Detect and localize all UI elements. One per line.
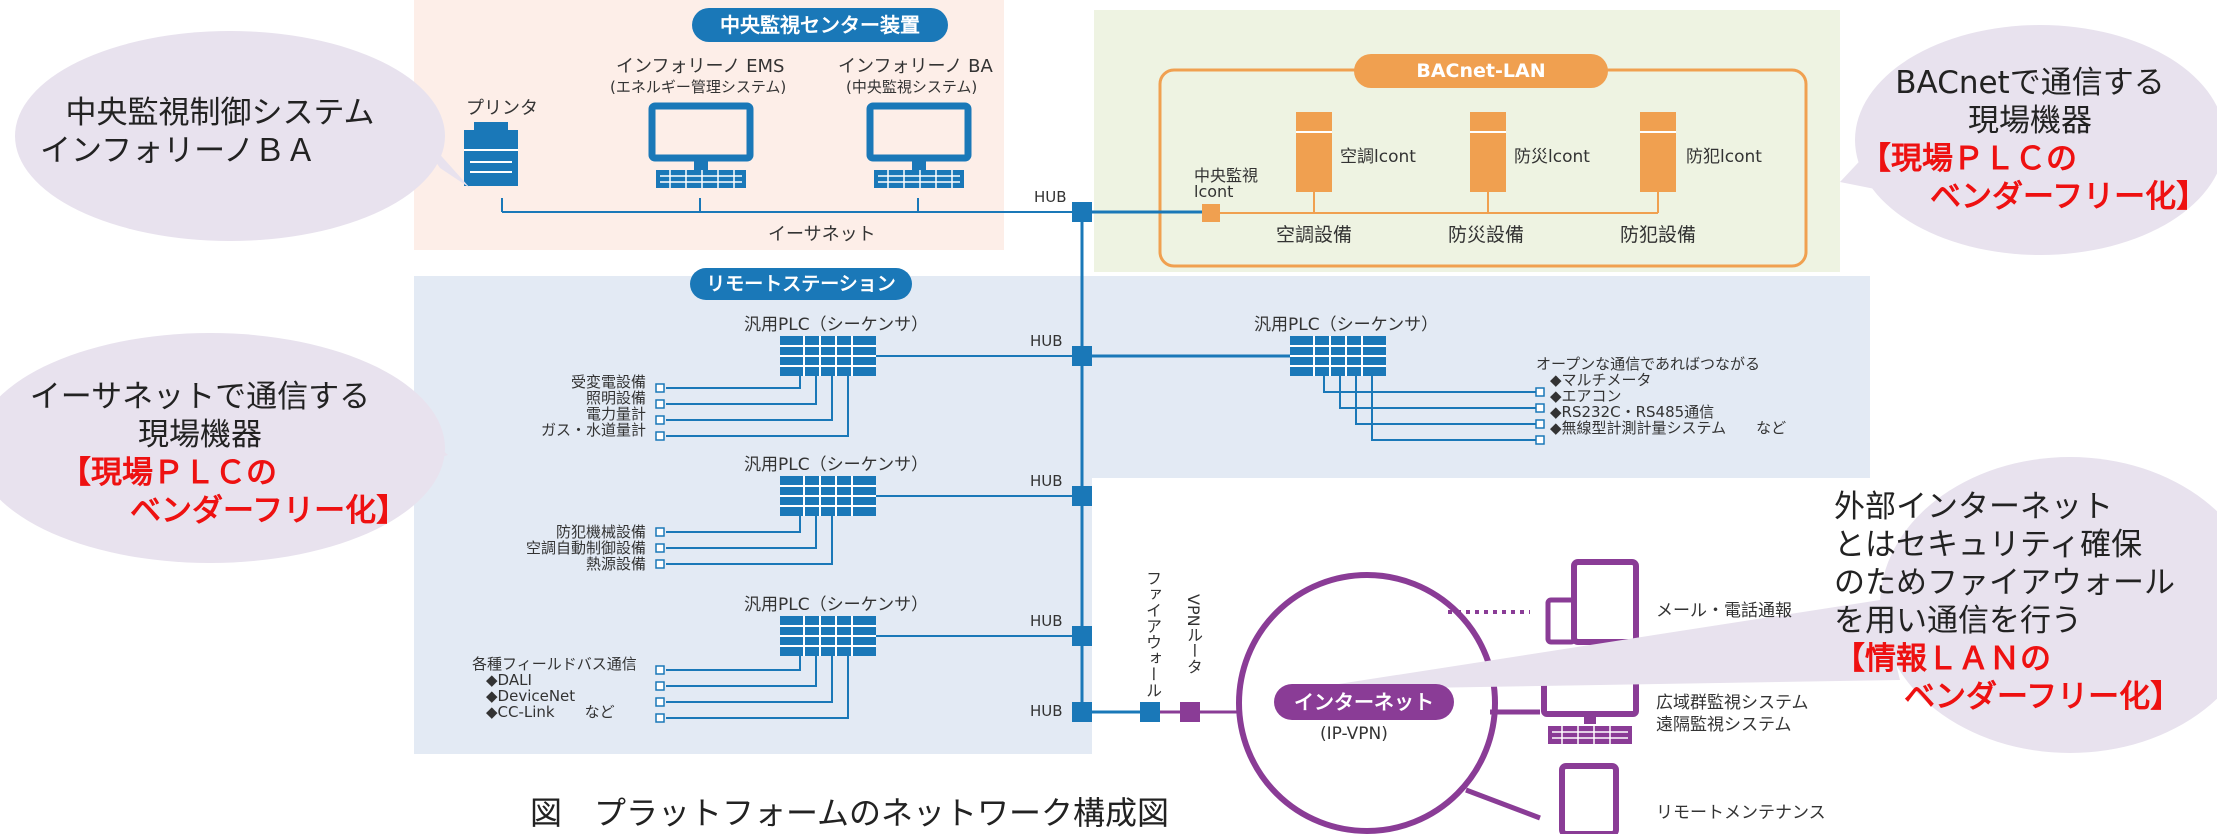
firewall-label: ファイアウォール: [1143, 570, 1162, 698]
plc-1-ports: [655, 383, 665, 441]
plc-4-label: 汎用PLC（シーケンサ）: [1254, 315, 1439, 335]
hub-label: HUB: [1030, 332, 1063, 350]
plc-1-icon: [779, 335, 877, 377]
plc-1-label: 汎用PLC（シーケンサ）: [744, 315, 929, 335]
tablet-phone-icon: [1545, 559, 1639, 645]
central-lcont-label-2: lcont: [1194, 182, 1234, 201]
printer-icon: [464, 122, 518, 186]
plc-2-label: 汎用PLC（シーケンサ）: [744, 455, 929, 475]
central-lcont-label-1: 中央監視: [1194, 166, 1259, 185]
bubble-internet-text: 外部インターネット とはセキュリティ確保 のためファイアウォール を用い通信を行…: [1834, 489, 2182, 715]
list-item: ◆無線型計測計量システム など: [1550, 419, 1787, 437]
ipvpn-label: (IP-VPN): [1320, 724, 1388, 744]
remote-monitor-label: 遠隔監視システム: [1656, 715, 1792, 735]
hub-icon: [1072, 346, 1092, 366]
central-lcont-icon: [1202, 204, 1220, 222]
plc-2-ports: [655, 527, 665, 569]
remote-station-title: リモートステーション: [690, 268, 912, 300]
list-item: ◆DeviceNet: [486, 687, 576, 705]
hub-icon: [1072, 486, 1092, 506]
plc-2-icon: [779, 475, 877, 517]
bubble-ethernet-text: イーサネットで通信する 現場機器 【現場ＰＬＣの ベンダーフリー化】: [29, 379, 408, 529]
cont1-label: 空調lcont: [1340, 147, 1416, 167]
plc-1-items: 受変電設備 照明設備 電力量計 ガス・水道量計: [520, 374, 646, 438]
bubble-bacnet-text: BACnetで通信する 現場機器 【現場ＰＬＣの ベンダーフリー化】: [1860, 65, 2208, 215]
ems-label: インフォリーノ EMS: [616, 56, 785, 77]
list-item: ◆DALI: [486, 671, 532, 689]
crime-prevention-controller-icon: [1640, 112, 1676, 192]
ethernet-bus: [501, 198, 1082, 213]
vpn-router-label: VPNルータ: [1184, 594, 1203, 675]
hub-label: HUB: [1030, 612, 1063, 630]
hub-label: HUB: [1030, 472, 1063, 490]
list-item: 熱源設備: [585, 555, 646, 573]
plc-4-wires: [1323, 376, 1536, 441]
cont2-label: 防災lcont: [1514, 147, 1590, 167]
bubbles: [0, 25, 2217, 753]
bacnet-bus: [1220, 192, 1659, 214]
hub-icon: [1072, 702, 1092, 722]
air-conditioning-controller-icon: [1296, 112, 1332, 192]
list-item: オープンな通信であればつながる: [1536, 355, 1760, 373]
remote-maintenance-label: リモートメンテナンス: [1656, 803, 1826, 823]
list-item: 電力量計: [585, 405, 646, 423]
ba-computer-icon: [866, 102, 972, 188]
eq3-label: 防犯設備: [1620, 224, 1697, 246]
plc-3-items: 各種フィールドバス通信 ◆DALI ◆DeviceNet ◆CC-Link など: [472, 656, 637, 720]
tablet-icon: [1559, 763, 1619, 834]
list-item: 防犯機械設備: [555, 523, 646, 541]
plc-3-icon: [779, 615, 877, 657]
plc-4-items: オープンな通信であればつながる ◆マルチメータ ◆エアコン ◆RS232C・RS…: [1536, 356, 1786, 436]
plc-3-ports: [655, 665, 665, 723]
ems-sub-label: (エネルギー管理システム): [610, 78, 787, 96]
list-item: 空調自動制御設備: [525, 539, 646, 557]
eq2-label: 防災設備: [1448, 224, 1525, 246]
internet-links: [1465, 709, 1541, 821]
plc-2-wires: [666, 516, 833, 565]
plc-2-items: 防犯機械設備 空調自動制御設備 熱源設備: [480, 524, 646, 572]
plc-1-wires: [666, 376, 849, 437]
plc-3-label: 汎用PLC（シーケンサ）: [744, 595, 929, 615]
eq1-label: 空調設備: [1276, 224, 1353, 246]
bacnet-area: [1094, 10, 1840, 272]
firewall-icon: [1140, 702, 1160, 722]
hub-label: HUB: [1030, 702, 1063, 720]
list-item: ガス・水道量計: [540, 421, 646, 439]
vpn-router-icon: [1180, 702, 1200, 722]
hub-label: HUB: [1034, 188, 1067, 206]
plc-4-icon: [1289, 335, 1387, 377]
list-item: ◆CC-Link など: [486, 703, 615, 721]
list-item: ◆エアコン: [1550, 387, 1622, 405]
hub-icon: [1072, 202, 1092, 222]
list-item: ◆RS232C・RS485通信: [1550, 403, 1715, 421]
ba-sub-label: (中央監視システム): [846, 78, 978, 96]
ba-label: インフォリーノ BA: [838, 56, 993, 77]
plc-4-ports: [1535, 387, 1545, 445]
disaster-prevention-controller-icon: [1470, 112, 1506, 192]
mail-phone-label: メール・電話通報: [1656, 601, 1792, 621]
list-item: 各種フィールドバス通信: [472, 655, 637, 673]
list-item: ◆マルチメータ: [1550, 371, 1652, 389]
list-item: 受変電設備: [570, 373, 646, 391]
remote-station-area-right: [1092, 276, 1870, 478]
ems-computer-icon: [648, 102, 754, 188]
cont3-label: 防犯lcont: [1686, 147, 1762, 167]
printer-label: プリンタ: [466, 98, 538, 119]
plc-3-wires: [666, 656, 849, 719]
list-item: 照明設備: [585, 389, 646, 407]
central-monitoring-title: 中央監視センター装置: [692, 8, 948, 42]
bacnet-lan-title: BACnet-LAN: [1354, 54, 1608, 88]
figure-caption: 図 プラットフォームのネットワーク構成図: [530, 794, 1170, 832]
wide-area-label: 広域群監視システム: [1656, 693, 1809, 713]
internet-label: インターネット: [1274, 684, 1454, 720]
bubble-central-text: 中央監視制御システム インフォリーノＢＡ: [40, 95, 375, 169]
hub-icon: [1072, 626, 1092, 646]
ethernet-label: イーサネット: [768, 224, 876, 245]
